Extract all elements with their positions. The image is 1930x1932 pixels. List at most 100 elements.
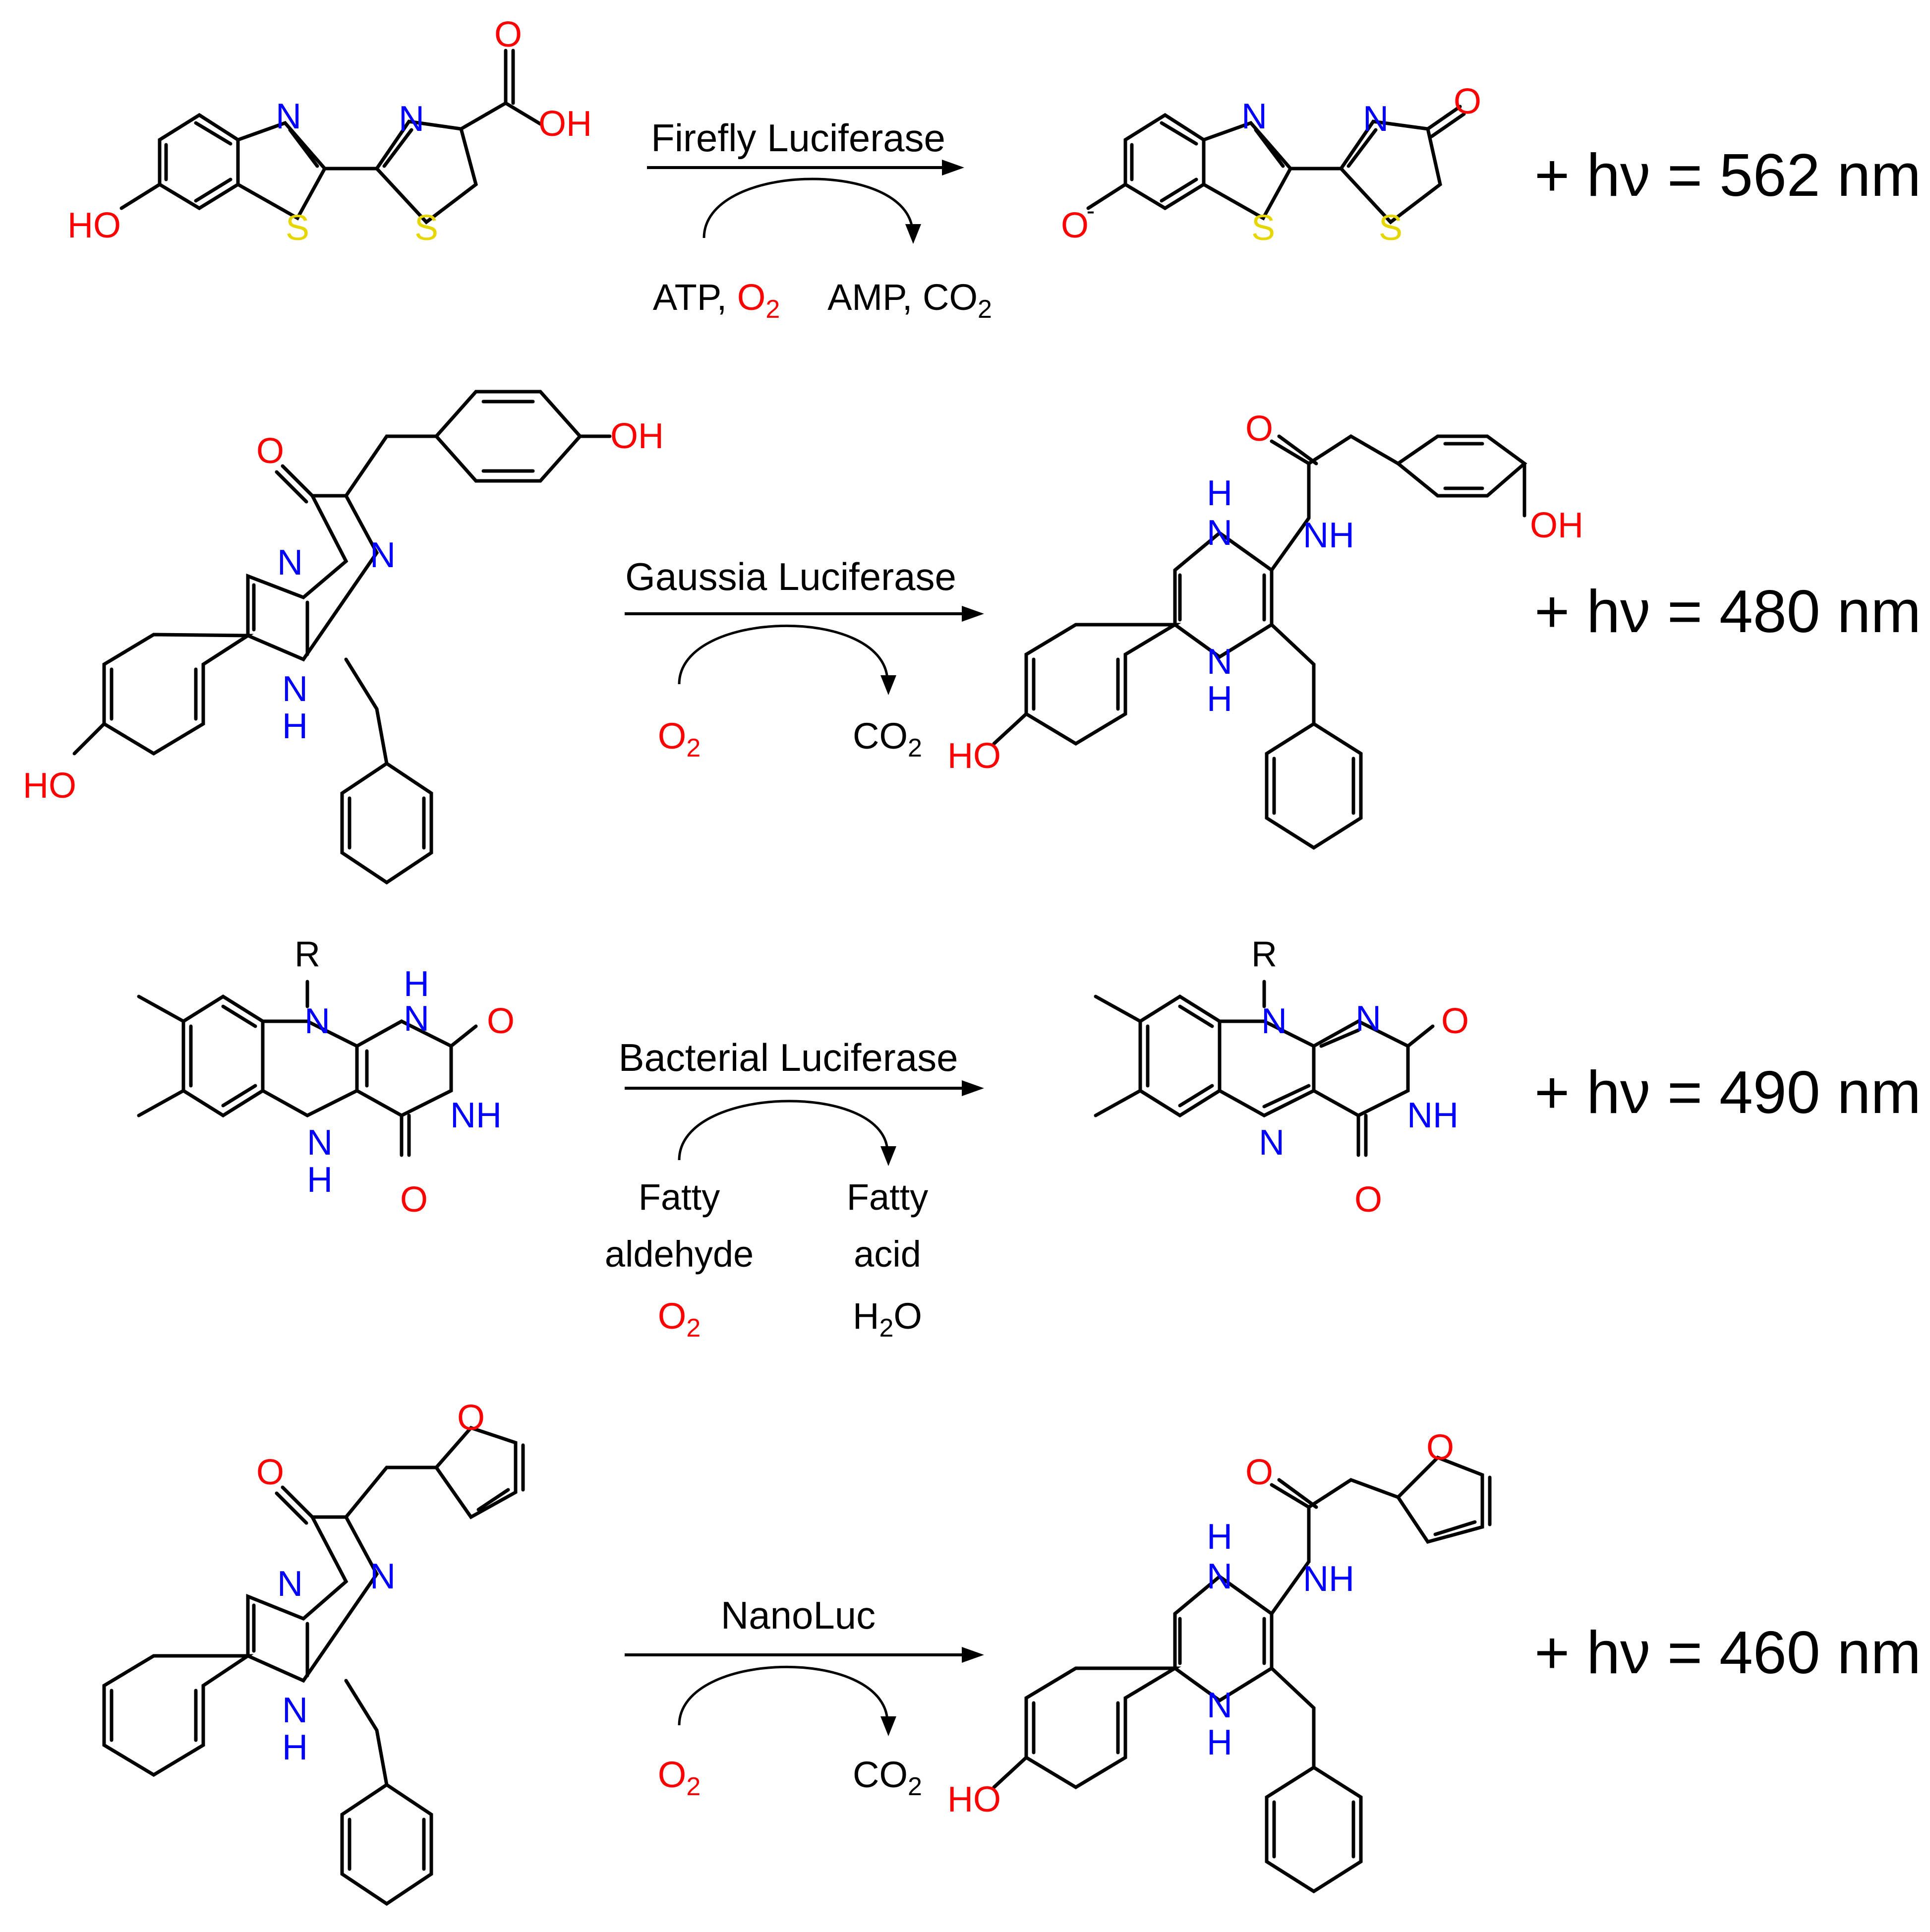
atom: OH bbox=[1530, 506, 1583, 545]
phenyl-ring-bottom bbox=[340, 1782, 433, 1906]
carbonyl-bond bbox=[1426, 105, 1466, 138]
atom: N bbox=[1363, 99, 1389, 139]
cofactor-part: O bbox=[658, 1295, 687, 1337]
atom: N bbox=[277, 1564, 303, 1604]
enzyme-label: Gaussia Luciferase bbox=[625, 555, 956, 598]
hydroxyl-bond bbox=[119, 182, 162, 210]
cofactor-subscript: 2 bbox=[765, 295, 780, 324]
atom: H bbox=[307, 1160, 333, 1200]
atom: NH bbox=[450, 1096, 502, 1135]
atom: O bbox=[494, 15, 522, 55]
arrow-head bbox=[962, 606, 984, 622]
cofactor-arc bbox=[702, 177, 914, 238]
hydroxyphenyl-ring-left bbox=[102, 633, 254, 756]
cofactor-part: CO bbox=[853, 715, 908, 757]
hydroxyl-bond-left bbox=[72, 722, 106, 756]
arc-head bbox=[880, 1716, 896, 1736]
atom: S bbox=[414, 208, 438, 248]
atom: O bbox=[1245, 409, 1273, 449]
atom: S bbox=[1251, 208, 1275, 248]
cofactor-part: H bbox=[853, 1295, 879, 1337]
left-cofactors: Fatty aldehyde O2 bbox=[605, 1176, 754, 1343]
right-cofactors: AMP, CO2 bbox=[827, 277, 992, 324]
carbonyl-bond bbox=[275, 1485, 314, 1525]
arc-head bbox=[880, 1146, 896, 1166]
cofactor-part: CO bbox=[853, 1754, 908, 1795]
thiazolone-ring bbox=[1339, 119, 1442, 225]
benzyl-linker-bottom bbox=[344, 657, 389, 765]
cofactor-part: O bbox=[658, 1754, 687, 1795]
atom: R bbox=[294, 935, 320, 974]
left-cofactors: O2 bbox=[658, 1754, 701, 1801]
carbonyl-lower bbox=[400, 1113, 411, 1157]
carbonyl-upper bbox=[1406, 1024, 1435, 1048]
atom: NH bbox=[1407, 1096, 1459, 1135]
atom: OH bbox=[610, 416, 664, 456]
cofactor-subscript: 2 bbox=[686, 734, 701, 762]
reaction-gaussia: O N N N H OH HO Gaussia Luciferase O2 CO… bbox=[23, 390, 1921, 885]
atom: HO bbox=[67, 206, 121, 245]
atom: N bbox=[1241, 97, 1267, 136]
atom: O bbox=[1061, 206, 1089, 245]
thiazole-ring bbox=[1202, 120, 1293, 221]
carbonyl-bond bbox=[275, 464, 314, 504]
atom: H bbox=[1207, 473, 1232, 513]
left-cofactors: ATP, O2 bbox=[653, 277, 780, 324]
cofactor-line: Fatty bbox=[847, 1176, 928, 1218]
benzyl-linker-top bbox=[344, 434, 438, 498]
atom: N bbox=[282, 669, 308, 709]
charge: - bbox=[1087, 197, 1095, 225]
amide-group bbox=[1270, 1478, 1400, 1616]
cofactor-line: H2O bbox=[853, 1295, 922, 1343]
cofactor-line: acid bbox=[854, 1233, 921, 1275]
hydroxyphenyl-ring bbox=[1024, 1666, 1181, 1790]
cofactor-part: O bbox=[658, 715, 687, 757]
furan-ring bbox=[434, 1425, 525, 1520]
atom: N bbox=[1207, 642, 1232, 682]
molecule-oxidized-flavin: R N N O NH O N bbox=[1094, 935, 1469, 1220]
atom: O bbox=[487, 1001, 515, 1041]
cofactor-arc bbox=[678, 1100, 889, 1161]
atom: H bbox=[1207, 1517, 1232, 1557]
atom: HO bbox=[947, 1780, 1001, 1819]
benzyl-linker bbox=[1270, 1666, 1316, 1769]
cofactor-part: O bbox=[893, 1295, 922, 1337]
cofactor-part: aldehyde bbox=[605, 1233, 754, 1275]
atom: N bbox=[1261, 1001, 1287, 1041]
atom: H bbox=[1207, 679, 1232, 719]
emission-label: + hν = 460 nm bbox=[1534, 1619, 1921, 1686]
phenyl-ring bbox=[1265, 1765, 1363, 1894]
left-cofactors: O2 bbox=[658, 715, 701, 762]
molecule-d-luciferin: N S N S O OH HO bbox=[67, 15, 592, 248]
isoalloxazine-rings bbox=[181, 994, 453, 1118]
phenyl-ring-left bbox=[102, 1654, 254, 1777]
cofactor-part: acid bbox=[854, 1233, 921, 1275]
hydroxyphenyl-ring-top bbox=[1395, 434, 1527, 498]
right-cofactors: CO2 bbox=[853, 1754, 922, 1801]
arc-head bbox=[880, 675, 896, 695]
atom: N bbox=[282, 1691, 308, 1730]
atom: O bbox=[1426, 1428, 1454, 1467]
atom: O bbox=[1354, 1180, 1382, 1220]
cofactor-line: O2 bbox=[658, 1295, 701, 1343]
atom: N bbox=[370, 535, 396, 575]
atom: HO bbox=[23, 766, 76, 806]
atom: O bbox=[256, 431, 284, 471]
molecule-oxyluciferin: N S N S O O - bbox=[1061, 82, 1481, 248]
cofactor-subscript: 2 bbox=[908, 734, 922, 762]
methyl-groups bbox=[137, 995, 185, 1117]
molecule-coelenterazine: O N N N H OH HO bbox=[23, 390, 664, 885]
carbonyl-upper bbox=[449, 1024, 478, 1048]
arrow-head bbox=[942, 160, 964, 176]
reaction-firefly: N S N S O OH HO Firefly Luciferase ATP, … bbox=[67, 15, 1921, 324]
arc-head bbox=[905, 224, 921, 244]
atom: H bbox=[1207, 1723, 1232, 1762]
carbonyl-lower bbox=[1356, 1113, 1368, 1157]
cofactor-arc bbox=[678, 624, 889, 685]
methyl-groups bbox=[1094, 995, 1142, 1117]
atom: N bbox=[1207, 513, 1232, 553]
enzyme-label: Bacterial Luciferase bbox=[618, 1036, 958, 1079]
cofactor-line: Fatty bbox=[639, 1176, 720, 1218]
imidazopyrazinone-core bbox=[246, 494, 379, 662]
